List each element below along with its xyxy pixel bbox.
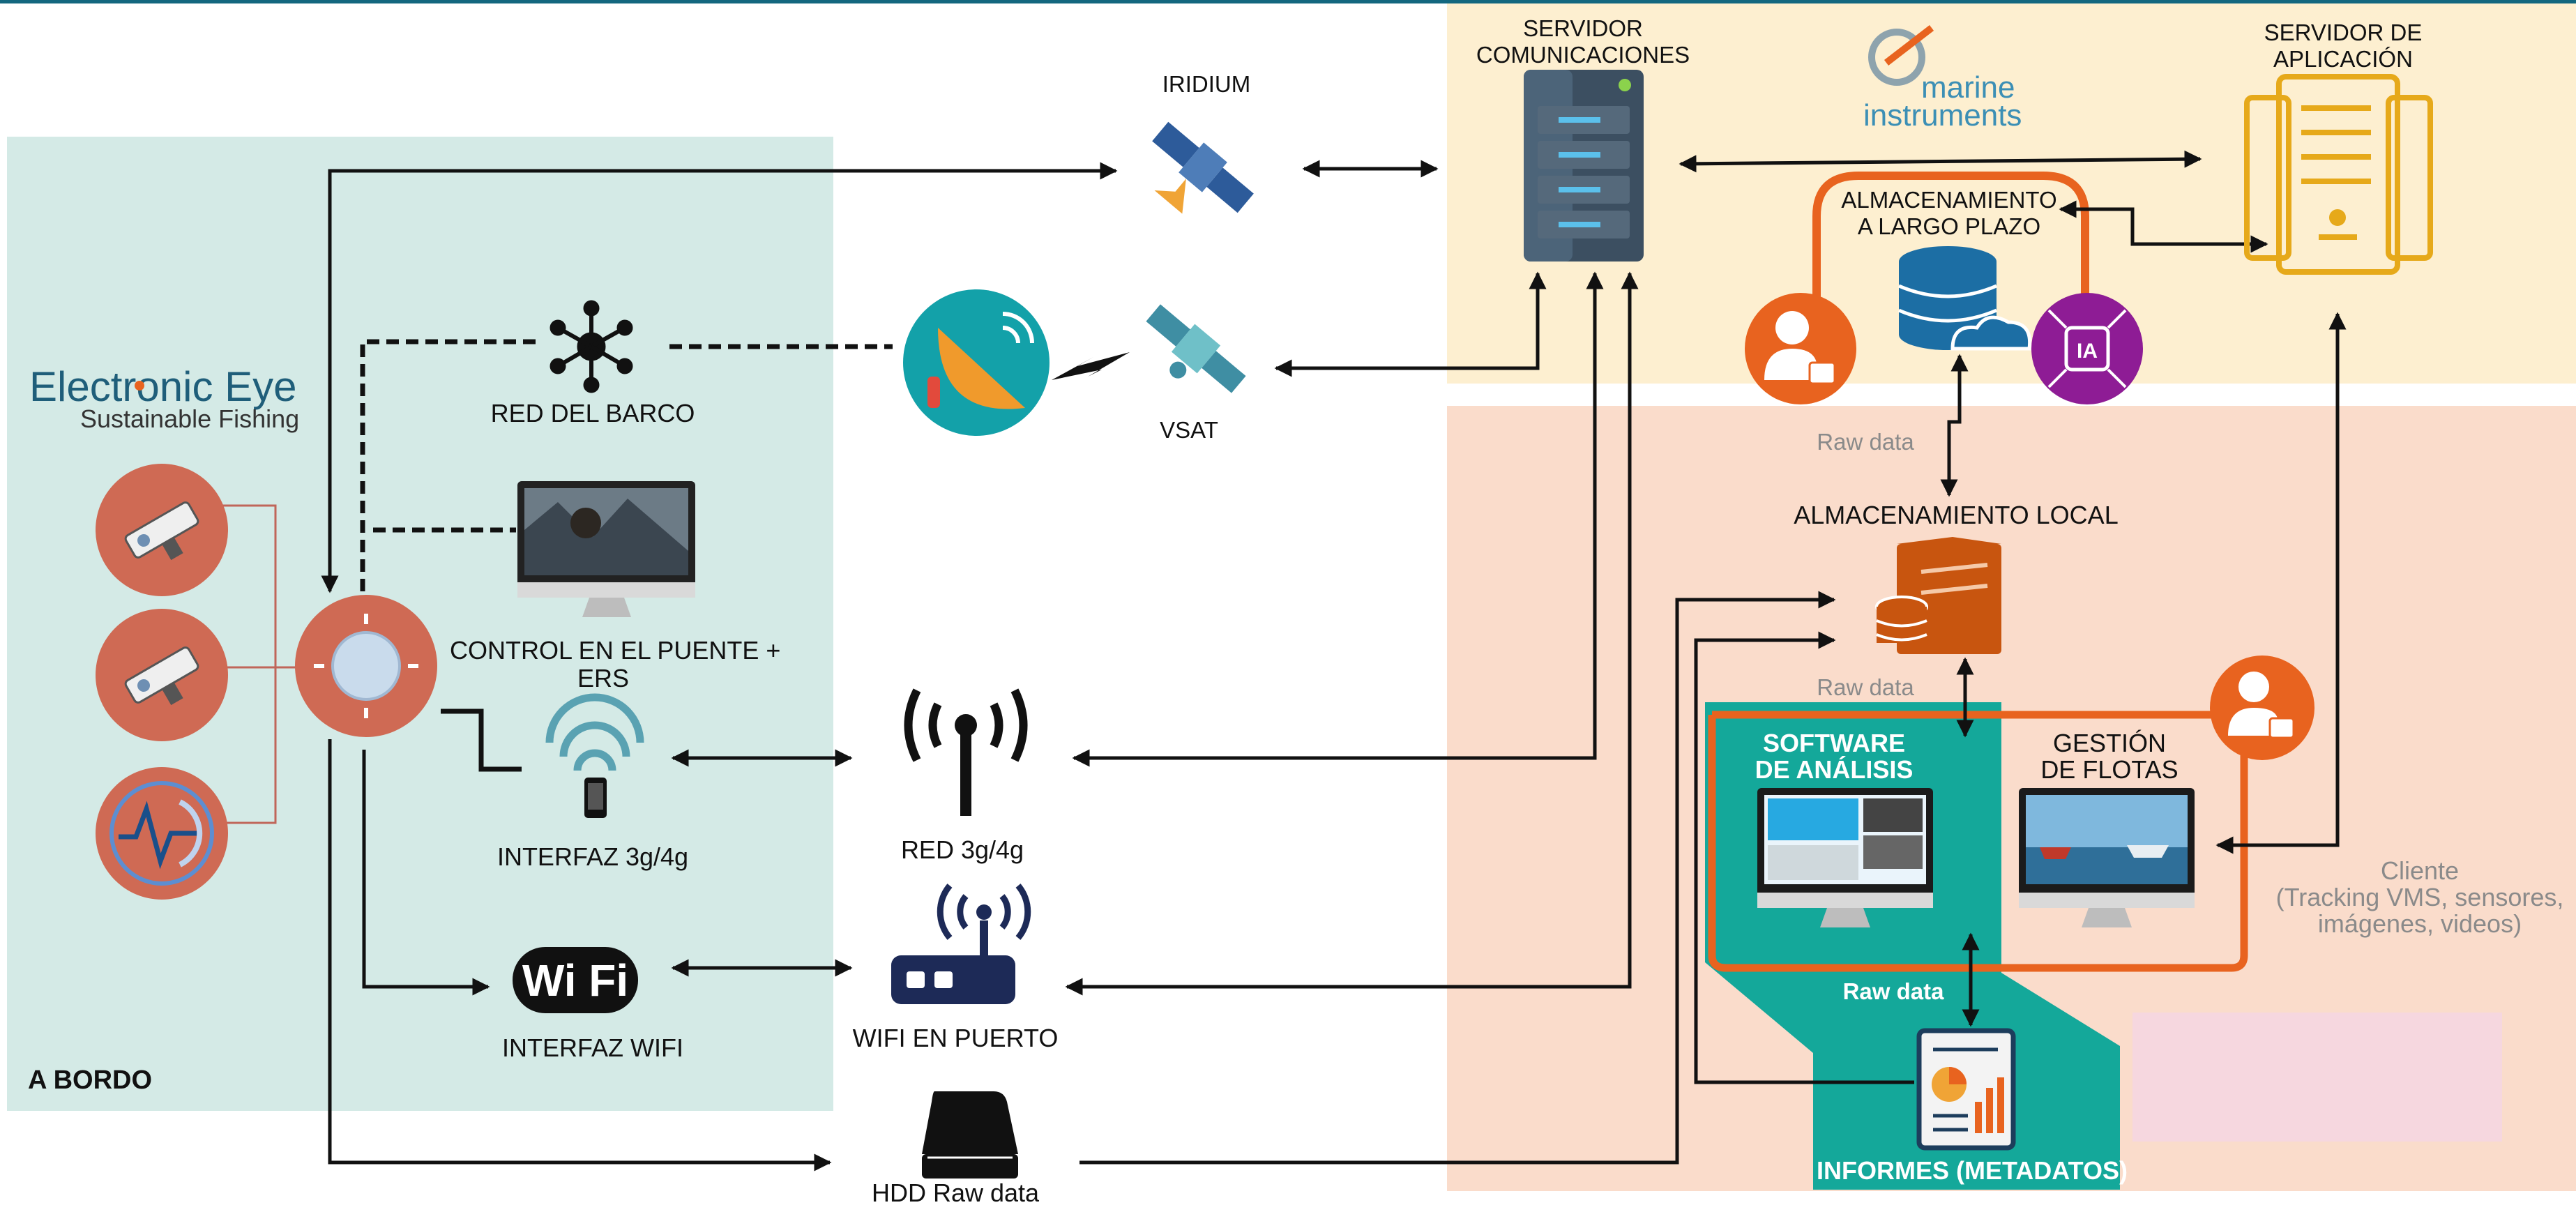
antenna-tower-icon: [904, 688, 1028, 816]
electronic-eye-wordmark: Electronic Eye: [29, 363, 297, 410]
comms-server-label-line2: COMUNICACIONES: [1476, 42, 1690, 68]
app-server-label-line2: APLICACIÓN: [2273, 46, 2413, 72]
fleet-management-label-line2: DE FLOTAS: [2040, 755, 2179, 784]
raw-data-label-2: Raw data: [1817, 674, 1914, 700]
reports-label: INFORMES (METADATOS): [1817, 1156, 2128, 1185]
analysis-software-label-line1: SOFTWARE: [1763, 729, 1905, 757]
link-hub-iridium: [321, 162, 1118, 593]
link-hdd-local: [1079, 591, 1836, 1165]
local-storage-icon: [1875, 537, 2001, 654]
empty-placeholder-box: [2132, 1013, 2502, 1142]
app-server-label-line1: SERVIDOR DE: [2264, 20, 2423, 45]
connections: [321, 150, 2347, 1172]
comms-server-label-line1: SERVIDOR: [1523, 15, 1643, 41]
fleet-user-lock-icon: [2210, 655, 2314, 760]
ai-chip-label: IA: [2077, 340, 2098, 363]
port-wifi-label: WIFI EN PUERTO: [852, 1024, 1059, 1052]
long-term-storage-frame: [1812, 172, 2089, 349]
link-longterm-local: [1940, 354, 1969, 497]
camera-icon-2: [96, 609, 228, 741]
top-border: [0, 0, 2576, 3]
link-storage-app: [2059, 200, 2268, 253]
vsat-label: VSAT: [1160, 417, 1218, 443]
link-hub-3g: [441, 708, 522, 772]
iridium-satellite-icon: [1152, 121, 1254, 214]
interface-3g-label: INTERFAZ 3g/4g: [497, 842, 689, 871]
router-icon: [891, 884, 1031, 1004]
analysis-software-label-line2: DE ANÁLISIS: [1755, 755, 1914, 784]
link-hub-wifi: [362, 750, 490, 996]
user-lock-icon: [1745, 293, 1856, 404]
client-label-line3: imágenes, videos): [2317, 909, 2522, 938]
camera-icon-1: [96, 464, 228, 596]
client-label-line1: Cliente: [2380, 856, 2460, 885]
wifi-logo-icon: Wi Fi: [513, 947, 638, 1013]
hdd-label: HDD Raw data: [871, 1179, 1040, 1205]
onboard-zone-title: A BORDO: [28, 1066, 153, 1095]
ship-network-label: RED DEL BARCO: [490, 399, 695, 427]
local-storage-label: ALMACENAMIENTO LOCAL: [1794, 501, 2119, 529]
vsat-dish-icon: [903, 289, 1050, 436]
sensor-icon: [96, 767, 228, 900]
iridium-label: IRIDIUM: [1162, 71, 1251, 97]
control-label-line2: ERS: [577, 664, 630, 692]
vsat-satellite-icon: [1146, 304, 1246, 393]
app-server-icon: [2244, 74, 2433, 275]
report-document-icon: [1916, 1028, 2016, 1151]
analysis-orange-frame: [1708, 711, 2248, 972]
interface-wifi-label: INTERFAZ WIFI: [502, 1033, 683, 1062]
network-3g-label: RED 3g/4g: [900, 835, 1024, 864]
link-wifi-server: [1065, 271, 1639, 996]
link-servers: [1679, 150, 2202, 173]
raw-data-label-1: Raw data: [1817, 429, 1914, 455]
bridge-monitor-icon: [517, 481, 695, 617]
instruments-wordmark: instruments: [1863, 98, 2022, 132]
lightning-icon: [1052, 352, 1130, 380]
dashed-links: [360, 339, 893, 591]
sustainable-fishing-text: Sustainable Fishing: [80, 404, 299, 433]
analysis-monitor-icon: [1757, 788, 1933, 927]
client-label-line2: (Tracking VMS, sensores,: [2275, 883, 2564, 911]
control-label-line1: CONTROL EN EL PUENTE +: [450, 636, 781, 665]
electronic-eye-logo: Electronic Eye Sustainable Fishing: [29, 363, 299, 433]
long-term-storage-label-line2: A LARGO PLAZO: [1857, 213, 2041, 239]
link-hub-hdd: [328, 739, 832, 1172]
hdd-icon: [922, 1091, 1018, 1179]
marine-instruments-logo: marine instruments: [1863, 25, 2022, 132]
ai-chip-icon: IA: [2031, 293, 2143, 404]
marine-wordmark: marine: [1921, 70, 2015, 105]
link-client-app: [2215, 312, 2347, 854]
phone-signal-icon: [545, 693, 644, 818]
link-hub-ship-network: [360, 339, 537, 591]
raw-data-label-3: Raw data: [1842, 978, 1944, 1004]
fleet-monitor-icon: [2019, 788, 2195, 927]
ship-network-icon: [550, 300, 633, 393]
electronic-eye-accent-icon: [135, 381, 144, 391]
wifi-logo-text: Wi Fi: [522, 955, 628, 1006]
long-term-storage-label-line1: ALMACENAMIENTO: [1841, 187, 2057, 213]
database-cloud-icon: [1898, 246, 2032, 351]
link-informes-local: [1694, 631, 1914, 1084]
comms-server-icon: [1524, 70, 1644, 262]
fleet-management-label-line1: GESTIÓN: [2052, 729, 2167, 757]
hub-icon: [295, 595, 437, 737]
